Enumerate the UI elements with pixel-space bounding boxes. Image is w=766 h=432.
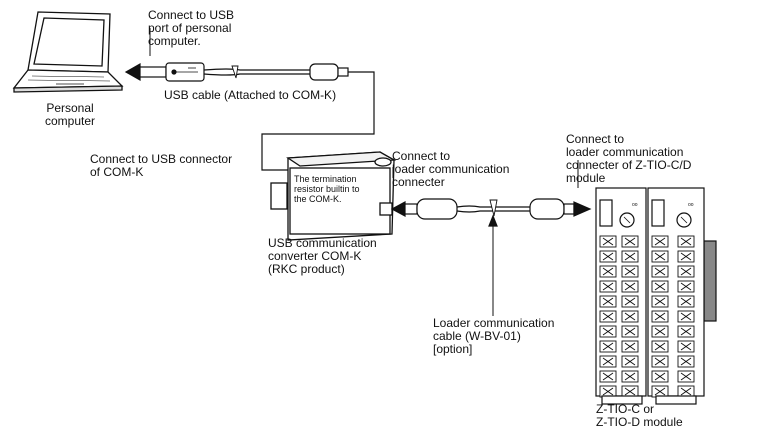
svg-text:oo: oo — [688, 202, 694, 208]
label-usb-cable: USB cable (Attached to COM-K) — [164, 88, 337, 102]
usb-cable — [124, 62, 375, 171]
svg-text:oo: oo — [632, 202, 638, 208]
label-personal-computer: Personal computer — [44, 101, 96, 128]
com-k-converter — [270, 151, 397, 241]
label-termination-note: The termination resistor builtin to the … — [294, 174, 360, 204]
laptop-icon — [12, 11, 124, 93]
loader-cable — [390, 198, 592, 316]
z-tio-module: oo oo — [595, 187, 717, 405]
label-connect-usb-connector: Connect to USB connector of COM-K — [90, 152, 233, 179]
label-module-name: Z-TIO-C or Z-TIO-D module — [596, 402, 683, 429]
label-loader-cable: Loader communication cable (W-BV-01) [op… — [433, 316, 555, 356]
label-usb-converter: USB communication converter COM-K (RKC p… — [268, 236, 377, 276]
label-connect-loader-connecter: Connect to loader communication connecte… — [392, 149, 510, 189]
label-connect-usb-port: Connect to USB port of personal computer… — [148, 8, 235, 48]
label-connect-ztio-loader: Connect to loader communication connecte… — [566, 132, 692, 185]
